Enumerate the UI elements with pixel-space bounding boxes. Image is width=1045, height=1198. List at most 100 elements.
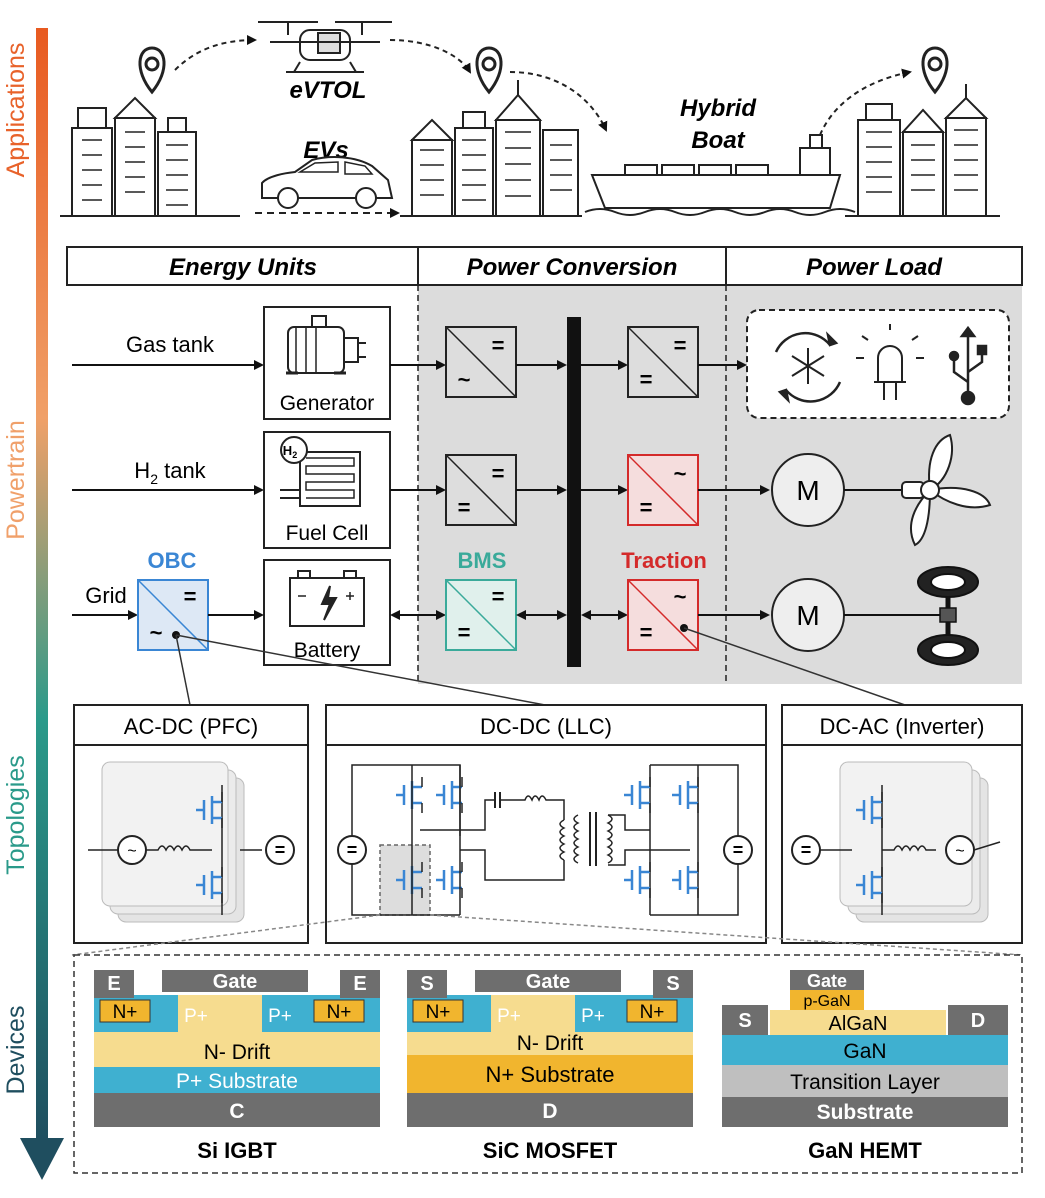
stage-arrow xyxy=(20,28,64,1180)
dc-dc-converter-icon: = = xyxy=(445,454,517,526)
dc-output-icon xyxy=(723,835,753,865)
city-skyline-icon xyxy=(845,84,1000,217)
svg-text:M: M xyxy=(796,600,819,631)
bms-converter-icon: = = xyxy=(445,579,517,651)
topology-ac-dc-title: AC-DC (PFC) xyxy=(124,714,258,739)
powertrain-section: Energy Units Power Conversion Power Load… xyxy=(66,246,1023,706)
generator-box: Generator xyxy=(263,306,391,420)
grid-label: Grid xyxy=(85,583,127,608)
led-light-icon xyxy=(856,324,924,400)
svg-text:=: = xyxy=(674,333,687,358)
h2-icon-label: H2 xyxy=(283,443,297,460)
svg-text:D: D xyxy=(542,1100,557,1123)
topology-dc-ac-panel: DC-AC (Inverter) = ~ xyxy=(781,704,1023,944)
obc-label: OBC xyxy=(148,548,197,573)
motor-icon: M xyxy=(771,578,845,652)
stage-label-powertrain: Powertrain xyxy=(2,420,30,540)
svg-text:~: ~ xyxy=(955,843,964,860)
svg-text:=: = xyxy=(492,333,505,358)
sic-mosfet-label: SiC MOSFET xyxy=(483,1138,618,1163)
traction-label: Traction xyxy=(621,548,707,573)
hybrid-boat-label-line1: Hybrid xyxy=(680,95,757,122)
usb-icon xyxy=(948,325,988,406)
svg-text:P+: P+ xyxy=(268,1006,292,1027)
svg-text:M: M xyxy=(796,475,819,506)
header-energy-units: Energy Units xyxy=(169,254,317,281)
evtol-drone-icon xyxy=(258,21,392,73)
svg-text:C: C xyxy=(229,1100,244,1123)
svg-text:P+: P+ xyxy=(184,1006,208,1027)
svg-text:E: E xyxy=(353,973,366,995)
svg-text:=: = xyxy=(275,840,286,860)
svg-text:N+: N+ xyxy=(426,1002,451,1023)
topology-dc-dc-title: DC-DC (LLC) xyxy=(480,714,612,739)
svg-text:=: = xyxy=(458,620,471,645)
svg-text:~: ~ xyxy=(674,461,687,486)
gan-hemt-device: Gate p-GaN S AlGaN D GaN Transition Laye… xyxy=(722,970,1008,1163)
hvac-snowflake-icon xyxy=(774,331,842,404)
svg-text:~: ~ xyxy=(150,620,163,645)
topology-dc-dc-panel: DC-DC (LLC) = xyxy=(325,704,767,944)
battery-icon xyxy=(289,570,365,627)
wheel-axle-icon xyxy=(917,566,979,666)
svg-text:S: S xyxy=(420,973,433,995)
topology-dc-ac-title: DC-AC (Inverter) xyxy=(819,714,984,739)
evtol-label: eVTOL xyxy=(290,77,367,104)
svg-text:Transition Layer: Transition Layer xyxy=(790,1071,940,1094)
svg-text:=: = xyxy=(640,495,653,520)
dc-bus-bar xyxy=(567,317,581,667)
header-power-load: Power Load xyxy=(806,254,943,281)
motor-icon: M xyxy=(771,453,845,527)
svg-text:N+: N+ xyxy=(640,1002,665,1023)
topology-ac-dc-panel: AC-DC (PFC) ~ = xyxy=(73,704,309,944)
svg-text:S: S xyxy=(738,1010,751,1032)
header-power-conversion: Power Conversion xyxy=(467,254,678,281)
svg-text:~: ~ xyxy=(127,843,136,860)
svg-text:=: = xyxy=(492,584,505,609)
dc-output-icon xyxy=(265,835,295,865)
svg-text:=: = xyxy=(184,584,197,609)
svg-text:=: = xyxy=(640,620,653,645)
dc-dc-converter-icon: = = xyxy=(627,326,699,398)
hybrid-boat-label-line2: Boat xyxy=(691,127,745,154)
svg-text:N+: N+ xyxy=(327,1002,352,1023)
svg-text:P+: P+ xyxy=(581,1006,605,1027)
svg-text:Gate: Gate xyxy=(807,971,847,991)
svg-text:P+: P+ xyxy=(497,1006,521,1027)
fuel-cell-icon xyxy=(280,436,361,507)
svg-text:N- Drift: N- Drift xyxy=(204,1041,271,1064)
svg-text:=: = xyxy=(458,495,471,520)
city-skyline-icon xyxy=(60,96,240,217)
topologies-row: AC-DC (PFC) ~ = DC-DC (LLC) = xyxy=(71,704,1023,956)
svg-text:GaN: GaN xyxy=(843,1040,886,1063)
svg-text:N+: N+ xyxy=(113,1002,138,1023)
generator-label: Generator xyxy=(280,392,375,415)
svg-text:=: = xyxy=(492,461,505,486)
fuel-cell-label: Fuel Cell xyxy=(286,522,369,545)
svg-text:p-GaN: p-GaN xyxy=(803,993,850,1010)
car-icon xyxy=(261,156,394,209)
fuel-cell-box: H2 Fuel Cell xyxy=(263,431,391,549)
svg-text:=: = xyxy=(801,840,812,860)
svg-text:E: E xyxy=(107,973,120,995)
location-pin-icon xyxy=(138,46,166,95)
traction-inverter-icon: ~ = xyxy=(627,579,699,651)
devices-row: E Gate E N+ P+ P+ N+ N- Drift P+ Substra… xyxy=(73,954,1023,1174)
svg-text:AlGaN: AlGaN xyxy=(829,1013,888,1035)
propeller-icon xyxy=(901,433,992,547)
svg-text:S: S xyxy=(666,973,679,995)
applications-row: eVTOL EVs Hybrid xyxy=(60,21,1000,218)
svg-text:~: ~ xyxy=(458,367,471,392)
dc-dc-converter-icon: = ~ xyxy=(445,326,517,398)
stage-label-applications: Applications xyxy=(2,43,30,178)
location-pin-icon xyxy=(475,46,503,95)
svg-text:P+ Substrate: P+ Substrate xyxy=(176,1070,298,1093)
boat-icon xyxy=(584,134,856,216)
location-pin-icon xyxy=(921,46,949,95)
svg-text:N- Drift: N- Drift xyxy=(517,1032,584,1055)
svg-text:D: D xyxy=(971,1010,985,1032)
battery-box: Battery xyxy=(263,559,391,666)
bms-label: BMS xyxy=(458,548,507,573)
gas-tank-label: Gas tank xyxy=(126,332,215,357)
